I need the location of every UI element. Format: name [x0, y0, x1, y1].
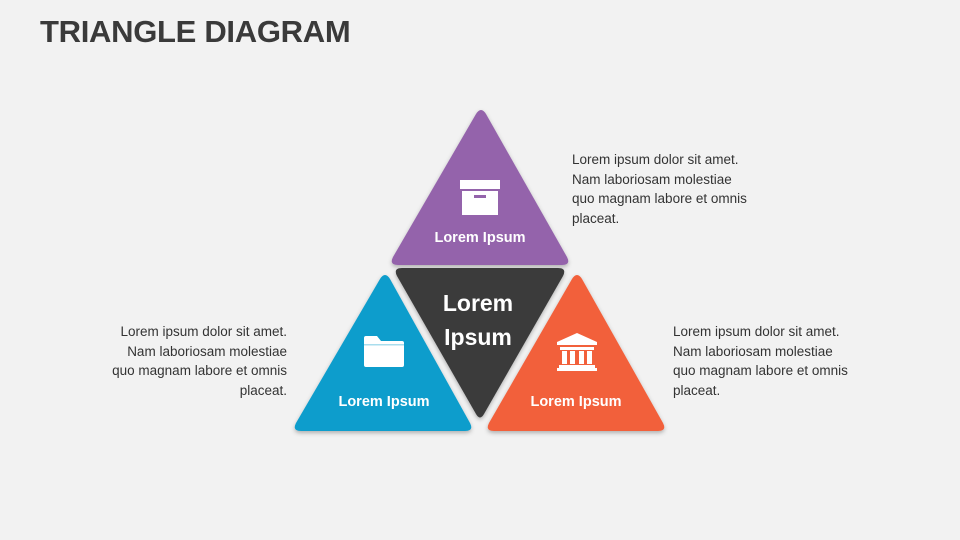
right-triangle: [487, 275, 665, 431]
right-triangle-label: Lorem Ipsum: [530, 394, 622, 410]
center-triangle-label: Lorem Ipsum: [418, 286, 538, 354]
description-bottom-right: Lorem ipsum dolor sit amet. Nam laborios…: [673, 324, 848, 398]
description-bottom-left: Lorem ipsum dolor sit amet. Nam laborios…: [112, 324, 287, 398]
slide-title: TRIANGLE DIAGRAM: [40, 14, 351, 49]
left-triangle-label: Lorem Ipsum: [338, 394, 430, 410]
top-triangle-label: Lorem Ipsum: [434, 230, 526, 246]
description-top-right: Lorem ipsum dolor sit amet. Nam laborios…: [572, 152, 747, 226]
center-triangle: [395, 268, 565, 418]
bank-icon: [557, 333, 597, 371]
archive-box-icon: [460, 180, 500, 215]
center-label-line2: Ipsum: [444, 324, 512, 350]
center-label-line1: Lorem: [442, 290, 514, 316]
folder-icon: [364, 336, 404, 367]
